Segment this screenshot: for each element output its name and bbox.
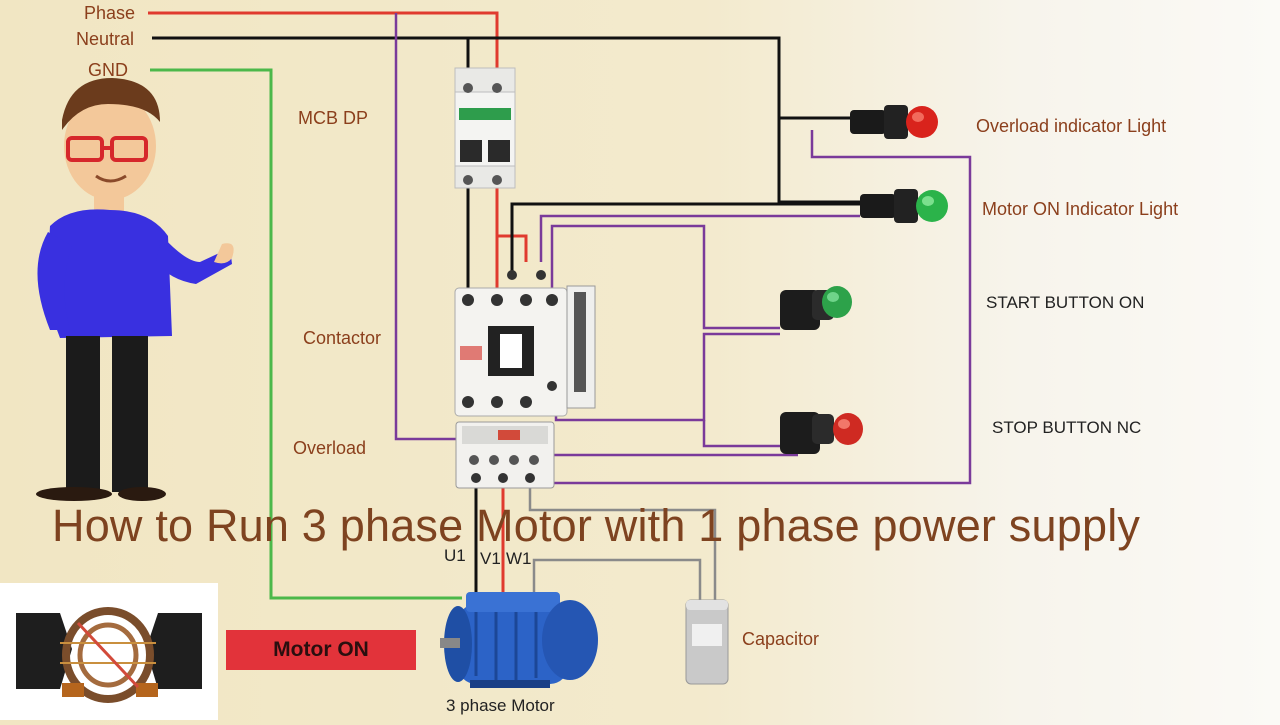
overload-light-label: Overload indicator Light xyxy=(976,116,1167,136)
control-wire-5 xyxy=(702,420,798,448)
overload-indicator-red-light xyxy=(850,105,938,139)
neutral-wire-to-green-light xyxy=(777,118,860,204)
control-wire-3 xyxy=(550,224,780,330)
overload-relay xyxy=(455,421,555,489)
phase-label: Phase xyxy=(84,3,136,23)
terminal-v1-label: V1 xyxy=(480,549,501,568)
control-wire-2 xyxy=(539,214,860,262)
contactor-label: Contactor xyxy=(303,328,382,348)
contactor xyxy=(454,270,596,417)
rotating-field-inset xyxy=(0,583,218,720)
neutral-label: Neutral xyxy=(76,29,135,49)
start-button xyxy=(780,286,852,330)
motor-on-green-light xyxy=(860,189,948,223)
gnd-label: GND xyxy=(88,60,128,80)
mcb-label: MCB DP xyxy=(298,108,369,128)
three-phase-motor xyxy=(440,592,598,688)
inset-illustration xyxy=(0,583,218,720)
ground-wire xyxy=(150,68,462,600)
motor-label: 3 phase Motor xyxy=(446,696,555,715)
capacitor xyxy=(685,599,729,685)
diagram-title: How to Run 3 phase Motor with 1 phase po… xyxy=(52,500,1141,551)
terminal-u1-label: U1 xyxy=(444,546,466,565)
motor-on-light-label: Motor ON Indicator Light xyxy=(982,199,1179,219)
control-wire-7 xyxy=(538,130,972,485)
start-button-label: START BUTTON ON xyxy=(986,293,1145,312)
phase-wire xyxy=(148,11,499,88)
neutral-wire-a2 xyxy=(510,202,860,272)
capacitor-wire-1 xyxy=(528,478,717,600)
motor-on-badge: Motor ON xyxy=(226,630,416,670)
mcb-breaker xyxy=(454,67,516,189)
capacitor-label: Capacitor xyxy=(742,629,820,649)
terminal-w1-label: W1 xyxy=(506,549,532,568)
capacitor-wire-2 xyxy=(532,558,702,600)
stop-button xyxy=(780,412,863,454)
neutral-wire xyxy=(152,36,850,120)
overload-label: Overload xyxy=(293,438,367,458)
stop-button-label: STOP BUTTON NC xyxy=(992,418,1142,437)
presenter-character xyxy=(36,78,234,501)
